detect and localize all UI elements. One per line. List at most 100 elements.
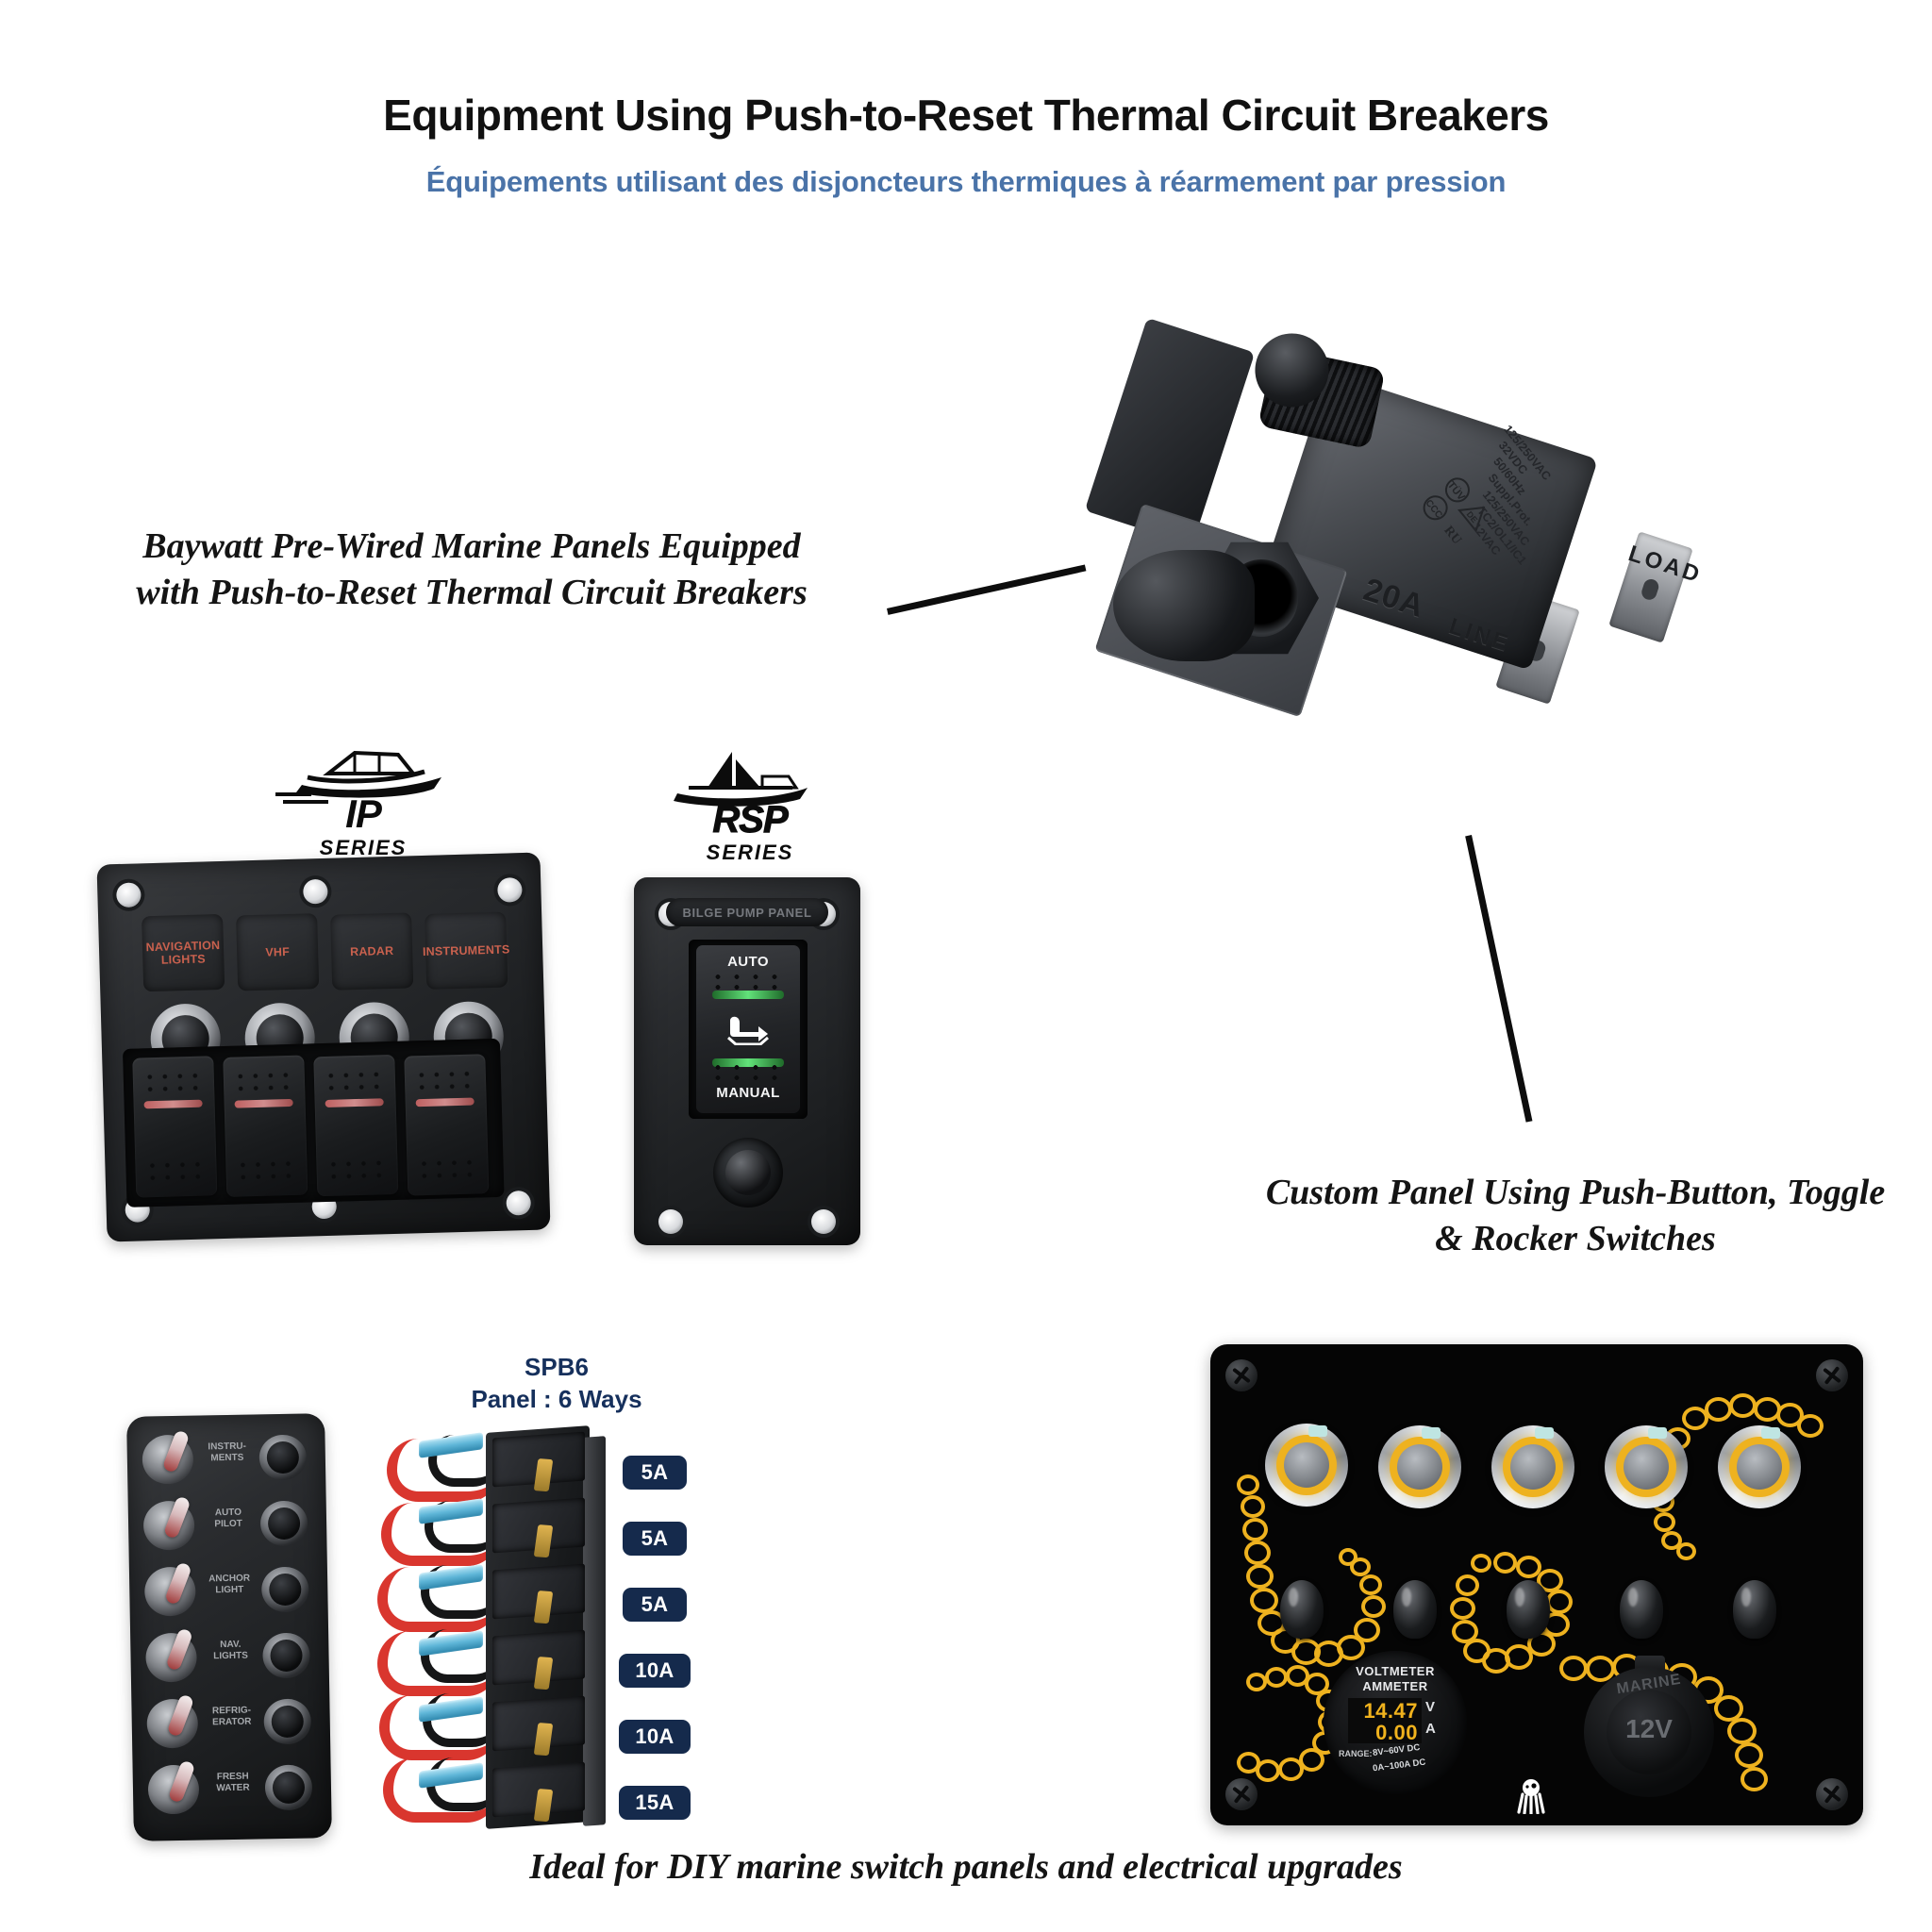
spb6-toggle-switch[interactable] — [146, 1693, 199, 1749]
meter-lcd-display: 14.47 0.00 — [1348, 1698, 1422, 1744]
tentacle-sucker-decoration — [1661, 1531, 1682, 1550]
rsp-series-logo: RSP SERIES — [660, 750, 840, 868]
breaker-certification-marks: TÜV DE CCC RU — [1424, 470, 1566, 568]
tentacle-sucker-decoration — [1305, 1673, 1329, 1695]
illuminated-push-button[interactable] — [1491, 1425, 1574, 1508]
ip-rocker-switch[interactable] — [404, 1054, 490, 1196]
panel-screw — [1225, 1778, 1257, 1810]
meter-range-label: RANGE: — [1339, 1749, 1373, 1758]
breaker-rubber-boot-and-nut — [1113, 533, 1330, 675]
toggle-switch[interactable] — [1393, 1580, 1437, 1639]
spb6-caption: SPB6 Panel : 6 Ways — [406, 1351, 708, 1416]
spb6-toggle-switch[interactable] — [142, 1495, 195, 1551]
marine-12v-power-socket[interactable]: MARINE 12V — [1584, 1656, 1714, 1797]
black-wire — [421, 1629, 499, 1683]
panel-screw-hole — [811, 1209, 836, 1234]
breaker-unit — [492, 1629, 585, 1690]
breaker-unit — [492, 1563, 585, 1624]
red-wire — [377, 1567, 499, 1632]
ip-rocker-switch[interactable] — [132, 1056, 218, 1198]
custom-marine-switch-panel[interactable]: VOLTMETER AMMETER 14.47 0.00 V A RANGE: … — [1210, 1344, 1863, 1825]
ip-series-logo-series: SERIES — [319, 836, 408, 859]
breaker-unit — [492, 1497, 585, 1558]
spb6-push-reset-breaker[interactable] — [262, 1632, 310, 1679]
spb6-push-reset-breaker[interactable] — [264, 1764, 313, 1811]
spb6-toggle-switch[interactable] — [143, 1561, 196, 1617]
tentacle-sucker-decoration — [1242, 1518, 1268, 1541]
tentacle-sucker-decoration — [1339, 1548, 1357, 1566]
spb6-push-reset-breaker[interactable] — [258, 1434, 308, 1481]
amp-badge-1: 5A — [623, 1456, 687, 1490]
spb6-switch-row[interactable]: NAV. LIGHTS — [130, 1624, 329, 1689]
toggle-switch[interactable] — [1733, 1580, 1776, 1639]
ip-series-switch-panel[interactable]: NAVIGATION LIGHTS VHF RADAR INSTRUMENTS — [96, 852, 551, 1242]
spb6-switch-row[interactable]: AUTO PILOT — [128, 1492, 327, 1557]
rocker-manual-label: MANUAL — [716, 1085, 780, 1101]
bilge-pump-icon — [727, 1016, 769, 1045]
annotation-right-custom-panel: Custom Panel Using Push-Button, Toggle &… — [1265, 1173, 1886, 1258]
spb6-switch-row[interactable]: INSTRU- MENTS — [126, 1426, 325, 1491]
rsp-series-logo-series: SERIES — [706, 841, 794, 864]
spb6-ways: Panel : 6 Ways — [471, 1385, 642, 1414]
tentacle-sucker-decoration — [1682, 1407, 1708, 1430]
ip-label-vhf: VHF — [236, 913, 320, 991]
page-subtitle: Équipements utilisant des disjoncteurs t… — [425, 165, 1507, 198]
toggle-switch[interactable] — [1280, 1580, 1324, 1639]
tentacle-sucker-decoration — [1337, 1635, 1365, 1660]
rsp-bilge-pump-panel[interactable]: BILGE PUMP PANEL AUTO MANUAL — [634, 877, 860, 1245]
breaker-side-face — [1084, 317, 1256, 546]
illuminated-push-button[interactable] — [1265, 1424, 1348, 1507]
bilge-pump-rocker-switch[interactable]: AUTO MANUAL — [696, 945, 800, 1113]
tentacle-sucker-decoration — [1776, 1403, 1804, 1427]
ip-series-logo: IP SERIES — [274, 745, 453, 863]
spb6-toggle-switch[interactable] — [142, 1429, 194, 1485]
spb6-toggle-switch-panel[interactable]: INSTRU- MENTS AUTO PILOT ANCHOR LIGHT NA… — [126, 1413, 332, 1841]
illuminated-push-button[interactable] — [1605, 1425, 1688, 1508]
tentacle-sucker-decoration — [1359, 1574, 1382, 1595]
illuminated-push-button[interactable] — [1378, 1425, 1461, 1508]
illuminated-push-button[interactable] — [1718, 1425, 1801, 1508]
tentacle-sucker-decoration — [1546, 1590, 1573, 1614]
tentacle-sucker-decoration — [1456, 1574, 1479, 1596]
red-wire — [383, 1757, 499, 1823]
amp-badge-4: 10A — [619, 1654, 691, 1688]
spb6-push-reset-breaker[interactable] — [263, 1698, 312, 1745]
tentacle-sucker-decoration — [1354, 1618, 1380, 1642]
rsp-push-reset-breaker[interactable] — [713, 1138, 783, 1208]
tentacle-sucker-decoration — [1740, 1767, 1768, 1791]
tentacle-sucker-decoration — [1361, 1595, 1386, 1618]
meter-title-ammeter: AMMETER — [1362, 1679, 1428, 1693]
tentacle-sucker-decoration — [1727, 1718, 1757, 1744]
spb6-switch-label-refrigerator: REFRIG- ERATOR — [211, 1705, 252, 1728]
page-title: Equipment Using Push-to-Reset Thermal Ci… — [383, 91, 1549, 140]
bottom-caption: Ideal for DIY marine switch panels and e… — [529, 1847, 1403, 1887]
tentacle-sucker-decoration — [1246, 1673, 1267, 1691]
toggle-switch[interactable] — [1620, 1580, 1663, 1639]
thermal-circuit-breaker-photo: TÜV DE CCC RU 125/250VAC 32VDC 50/60Hz S… — [1084, 317, 1868, 783]
ip-rocker-switch[interactable] — [223, 1055, 308, 1197]
panel-screw — [1225, 1359, 1257, 1391]
toggle-switch[interactable] — [1507, 1580, 1550, 1639]
tentacle-sucker-decoration — [1714, 1695, 1743, 1722]
ip-rocker-switch[interactable] — [313, 1054, 399, 1197]
spb6-switch-row[interactable]: REFRIG- ERATOR — [131, 1690, 330, 1755]
spb6-toggle-switch[interactable] — [145, 1627, 198, 1683]
spb6-toggle-switch[interactable] — [147, 1759, 200, 1815]
tentacle-sucker-decoration — [1463, 1639, 1491, 1663]
panel-screw-hole — [116, 882, 142, 908]
tentacle-sucker-decoration — [1250, 1588, 1278, 1613]
meter-unit-amps: A — [1425, 1721, 1436, 1737]
spb6-push-reset-breaker[interactable] — [259, 1500, 308, 1547]
tentacle-sucker-decoration — [1516, 1556, 1541, 1578]
breaker-unit — [492, 1761, 585, 1823]
panel-screw-hole — [497, 877, 523, 903]
panel-screw-hole — [506, 1190, 532, 1216]
black-wire — [428, 1435, 499, 1487]
spb6-switch-row[interactable]: ANCHOR LIGHT — [129, 1558, 328, 1623]
spb6-push-reset-breaker[interactable] — [260, 1566, 309, 1613]
tentacle-sucker-decoration — [1450, 1597, 1475, 1620]
spb6-switch-row[interactable]: FRESH WATER — [132, 1757, 331, 1821]
amp-badge-2: 5A — [623, 1522, 687, 1556]
fuse-block-edge — [583, 1436, 606, 1826]
annotation-left-panels: Baywatt Pre-Wired Marine Panels Equipped… — [136, 526, 808, 612]
